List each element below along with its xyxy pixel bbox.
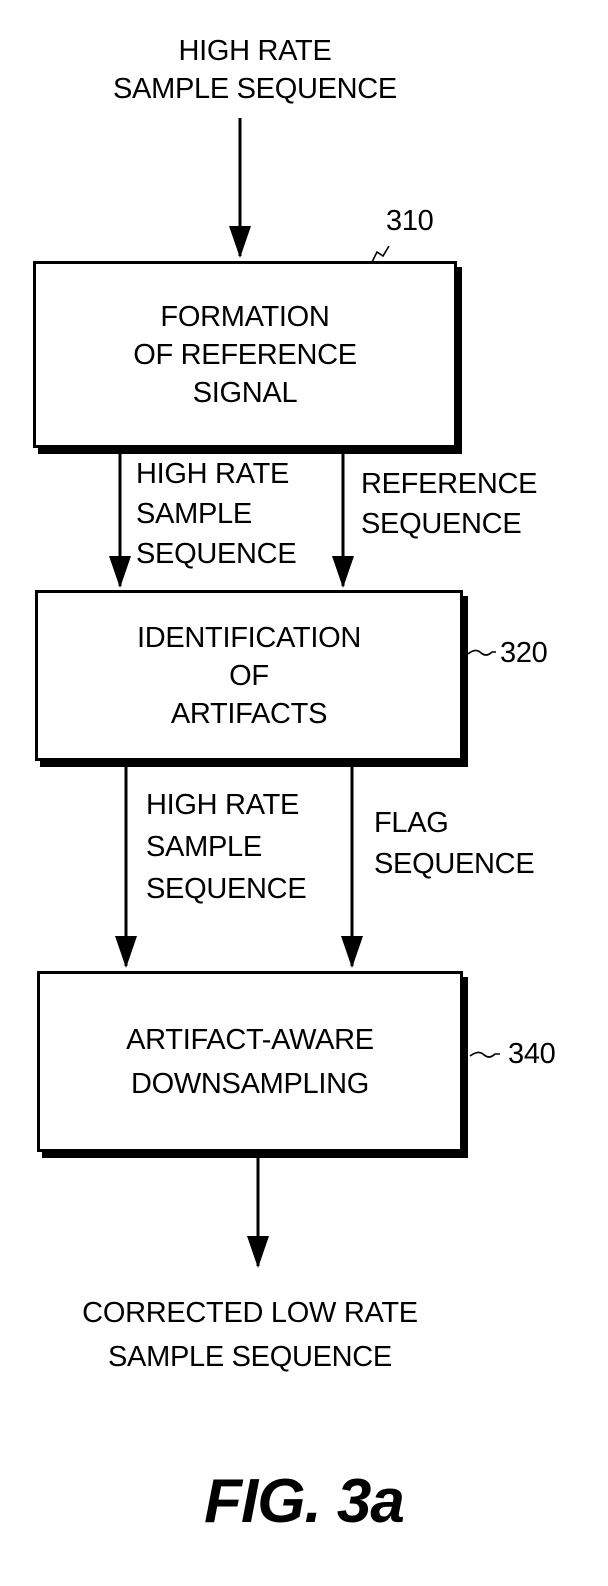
edge-label-3-line-3: SEQUENCE (146, 868, 306, 910)
output-label: CORRECTED LOW RATE SAMPLE SEQUENCE (30, 1291, 470, 1379)
edge-label-3-line-1: HIGH RATE (146, 784, 306, 826)
output-label-line-1: CORRECTED LOW RATE (30, 1291, 470, 1335)
edge-label-high-rate-sample-sequence-1: HIGH RATE SAMPLE SEQUENCE (136, 454, 296, 574)
ref-340-leader (470, 1052, 500, 1057)
ref-320-leader (468, 650, 496, 655)
arrow-downsampling-to-output (247, 1152, 269, 1268)
arrow-input-to-formation (229, 118, 251, 258)
arrow-identification-to-downsampling-flags (341, 761, 363, 968)
arrow-formation-to-identification-samples (109, 448, 131, 588)
ref-310-leader (372, 246, 389, 262)
ref-number-310: 310 (386, 204, 434, 238)
edge-label-reference-sequence: REFERENCE SEQUENCE (361, 464, 537, 544)
edge-label-2-line-1: REFERENCE (361, 464, 537, 504)
formation-block-line-3: SIGNAL (133, 374, 357, 412)
ref-number-320: 320 (500, 636, 548, 670)
formation-block-line-1: FORMATION (133, 298, 357, 336)
identification-block-line-3: ARTIFACTS (137, 695, 361, 733)
edge-label-3-line-2: SAMPLE (146, 826, 306, 868)
edge-label-1-line-1: HIGH RATE (136, 454, 296, 494)
output-label-line-2: SAMPLE SEQUENCE (30, 1335, 470, 1379)
edge-label-flag-sequence: FLAG SEQUENCE (374, 803, 534, 885)
ref-number-340: 340 (508, 1037, 556, 1071)
edge-label-high-rate-sample-sequence-2: HIGH RATE SAMPLE SEQUENCE (146, 784, 306, 910)
edge-label-4-line-2: SEQUENCE (374, 844, 534, 885)
formation-block-label: FORMATION OF REFERENCE SIGNAL (133, 298, 357, 412)
identification-block-line-2: OF (137, 657, 361, 695)
input-label-line-2: SAMPLE SEQUENCE (40, 70, 470, 108)
downsampling-block-label: ARTIFACT-AWARE DOWNSAMPLING (126, 1018, 374, 1106)
identification-of-artifacts-block: IDENTIFICATION OF ARTIFACTS (35, 590, 463, 761)
edge-label-1-line-3: SEQUENCE (136, 534, 296, 574)
formation-block-line-2: OF REFERENCE (133, 336, 357, 374)
input-label: HIGH RATE SAMPLE SEQUENCE (40, 32, 470, 108)
identification-block-line-1: IDENTIFICATION (137, 619, 361, 657)
artifact-aware-downsampling-block: ARTIFACT-AWARE DOWNSAMPLING (37, 971, 463, 1152)
formation-of-reference-signal-block: FORMATION OF REFERENCE SIGNAL (33, 261, 457, 448)
edge-label-1-line-2: SAMPLE (136, 494, 296, 534)
downsampling-block-line-1: ARTIFACT-AWARE (126, 1018, 374, 1062)
edge-label-4-line-1: FLAG (374, 803, 534, 844)
input-label-line-1: HIGH RATE (40, 32, 470, 70)
arrow-identification-to-downsampling-samples (115, 761, 137, 968)
downsampling-block-line-2: DOWNSAMPLING (126, 1062, 374, 1106)
edge-label-2-line-2: SEQUENCE (361, 504, 537, 544)
figure-label: FIG. 3a (0, 1466, 608, 1538)
identification-block-label: IDENTIFICATION OF ARTIFACTS (137, 619, 361, 733)
arrow-formation-to-identification-reference (332, 448, 354, 588)
